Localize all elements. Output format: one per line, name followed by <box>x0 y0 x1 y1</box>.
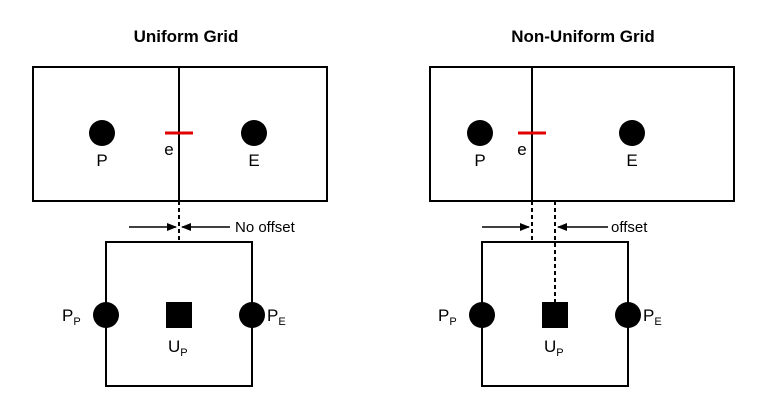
non-uniform-node-p-dot <box>467 120 493 146</box>
uniform-pressure-left-dot <box>93 302 119 328</box>
non-uniform-node-p-label: P <box>474 151 485 170</box>
non-uniform-pressure-right-dot <box>615 302 641 328</box>
uniform-pressure-right-label: PE <box>267 306 286 328</box>
uniform-offset-label: No offset <box>235 219 296 236</box>
uniform-velocity-label: UP <box>168 337 188 359</box>
non-uniform-velocity-label: UP <box>544 337 564 359</box>
uniform-pressure-right-dot <box>239 302 265 328</box>
non-uniform-offset-label: offset <box>611 219 648 236</box>
non-uniform-pressure-right-label: PE <box>643 306 662 328</box>
non-uniform-upper-grid <box>429 66 735 202</box>
uniform-face-label: e <box>164 140 173 159</box>
non-uniform-grid-panel: Non-Uniform Grid P E e offset PP PE UP <box>429 27 735 387</box>
non-uniform-node-e-dot <box>619 120 645 146</box>
non-uniform-face-label: e <box>517 140 526 159</box>
non-uniform-pressure-left-label: PP <box>438 306 457 328</box>
non-uniform-grid-title: Non-Uniform Grid <box>511 27 655 46</box>
uniform-pressure-left-label: PP <box>62 306 81 328</box>
non-uniform-velocity-square <box>542 302 568 328</box>
uniform-node-p-label: P <box>96 151 107 170</box>
uniform-grid-panel: Uniform Grid P E e No offset PP PE UP <box>32 27 328 387</box>
uniform-velocity-square <box>166 302 192 328</box>
uniform-node-p-dot <box>89 120 115 146</box>
uniform-node-e-label: E <box>248 151 259 170</box>
uniform-grid-title: Uniform Grid <box>134 27 239 46</box>
non-uniform-pressure-left-dot <box>469 302 495 328</box>
uniform-node-e-dot <box>241 120 267 146</box>
non-uniform-node-e-label: E <box>626 151 637 170</box>
